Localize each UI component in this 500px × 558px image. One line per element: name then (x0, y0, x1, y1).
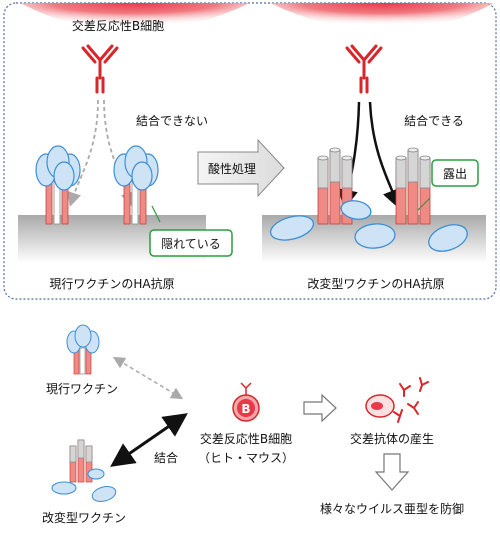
strong-binding-arrow (110, 413, 188, 467)
antibody-icon-right (345, 44, 383, 94)
hidden-callout-pointer (151, 205, 161, 223)
current-vaccine-label: 現行ワクチン (46, 382, 118, 396)
current-vaccine-icon (66, 324, 100, 375)
process-label: 酸性処理 (208, 161, 256, 176)
antibodies-icon (393, 377, 429, 423)
exposed-callout-pointer (417, 197, 431, 211)
right-caption: 結合できる (404, 113, 464, 128)
protection-label: 様々なウイルス亜型を防御 (320, 501, 464, 516)
b-cell-membrane-right (270, 3, 494, 32)
modified-vaccine-icon (51, 439, 117, 502)
b-cell-membrane-left (20, 3, 250, 32)
hidden-callout-box (149, 229, 233, 257)
hidden-label: 隠れている (161, 237, 221, 251)
binding-label: 結合 (154, 450, 178, 465)
ha-antigen-current-1 (35, 145, 81, 225)
solid-arrow-right (368, 101, 402, 210)
ha-antigen-modified-2 (395, 147, 431, 225)
dashed-arrow-right (103, 99, 135, 207)
left-title: 現行ワクチンのHA抗原 (49, 276, 174, 291)
right-title: 改変型ワクチンのHA抗原 (307, 276, 444, 291)
dashed-arrow-left (67, 99, 99, 207)
b-cell-letter: B (241, 402, 250, 416)
modified-vaccine-label: 改変型ワクチン (42, 510, 126, 525)
b-cell-label-line1: 交差反応性B細胞 (200, 431, 292, 446)
ha-antigen-modified-1 (317, 147, 353, 225)
production-arrow (303, 393, 337, 423)
acid-treatment-arrow (197, 138, 285, 198)
exposed-callout-box (431, 159, 479, 187)
weak-binding-arrow (112, 356, 184, 400)
plasma-cell-icon (365, 394, 395, 418)
antibody-production-label: 交差抗体の産生 (350, 431, 434, 446)
exposed-label: 露出 (443, 167, 467, 181)
left-caption: 結合できない (136, 113, 208, 128)
cell-label: 交差反応性B細胞 (72, 18, 164, 33)
down-arrow (374, 453, 410, 491)
antibody-icon-left (81, 44, 119, 94)
b-cell-icon: B (232, 382, 260, 422)
detached-heads (269, 200, 468, 252)
b-cell-label-line2: （ヒト・マウス） (198, 451, 294, 465)
ha-antigen-current-2 (113, 145, 159, 225)
